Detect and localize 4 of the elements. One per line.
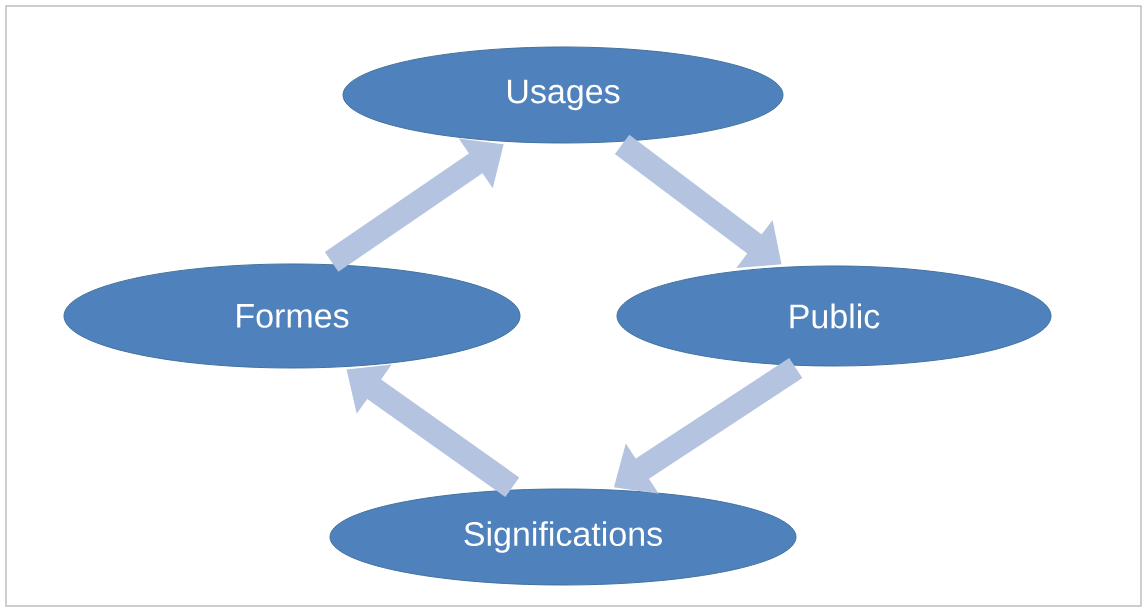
ellipse-node: Public: [616, 265, 1052, 367]
ellipse-node: Formes: [63, 263, 521, 369]
ellipse-node: Significations: [329, 488, 797, 586]
ellipse-node: Usages: [342, 46, 784, 144]
